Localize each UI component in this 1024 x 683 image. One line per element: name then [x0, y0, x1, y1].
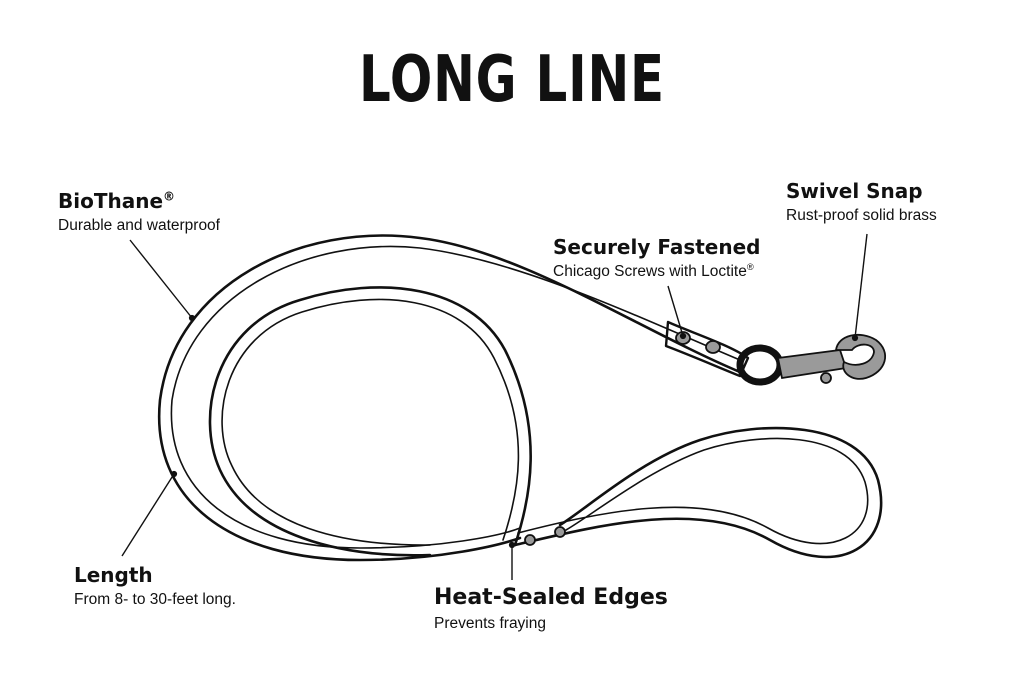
biothane-heading-text: BioThane — [58, 189, 164, 213]
snap-hook — [834, 333, 887, 380]
callout-heat-sealed-heading: Heat-Sealed Edges — [434, 585, 668, 610]
registered-mark: ® — [746, 261, 754, 272]
page-title: LONG LINE — [359, 43, 665, 117]
snap-bolt — [820, 372, 832, 384]
outer-loop-outer-edge — [157, 234, 742, 562]
callout-swivel-snap-heading: Swivel Snap — [786, 179, 923, 203]
callout-swivel-snap-text: Rust-proof solid brass — [786, 207, 937, 224]
handle-loop-outer-edge — [513, 426, 883, 559]
inner-coil-outer-edge — [208, 286, 532, 557]
snap-shank — [776, 349, 848, 380]
callout-biothane-heading: BioThane® — [58, 190, 220, 212]
leader-fastened-dot — [679, 332, 687, 340]
leader-heat-sealed-dot — [508, 541, 516, 549]
callout-length-heading: Length — [74, 563, 153, 587]
fastened-text: Chicago Screws with Loctite — [553, 263, 747, 280]
callout-heat-sealed: Heat-Sealed Edges Prevents fraying — [434, 585, 668, 634]
callout-length: Length From 8- to 30-feet long. — [74, 564, 236, 610]
outer-loop-inner-edge — [170, 245, 741, 549]
inner-coil-inner-edge — [221, 298, 520, 546]
chicago-screw-2 — [705, 340, 721, 354]
strap-tip — [664, 320, 750, 378]
leader-biothane — [129, 239, 193, 319]
hardware — [524, 331, 887, 546]
callout-length-text: From 8- to 30-feet long. — [74, 591, 236, 608]
leader-snap — [854, 233, 868, 339]
chicago-screw-4 — [554, 526, 566, 538]
leader-length — [121, 473, 175, 557]
leader-fastened — [667, 285, 684, 337]
callout-securely-fastened-heading: Securely Fastened — [553, 235, 761, 259]
handle-loop-inner-edge — [517, 437, 869, 545]
leader-biothane-dot — [188, 314, 196, 322]
callout-securely-fastened: Securely Fastened Chicago Screws with Lo… — [553, 236, 760, 282]
callout-biothane: BioThane® Durable and waterproof — [58, 190, 220, 236]
callout-heat-sealed-text: Prevents fraying — [434, 615, 546, 633]
registered-mark: ® — [163, 189, 176, 204]
chicago-screw-3 — [524, 534, 536, 546]
leader-snap-dot — [851, 334, 859, 342]
callout-securely-fastened-text: Chicago Screws with Loctite® — [553, 262, 760, 282]
callout-biothane-text: Durable and waterproof — [58, 217, 220, 234]
callout-swivel-snap: Swivel Snap Rust-proof solid brass — [786, 180, 937, 226]
leader-length-dot — [170, 470, 178, 478]
